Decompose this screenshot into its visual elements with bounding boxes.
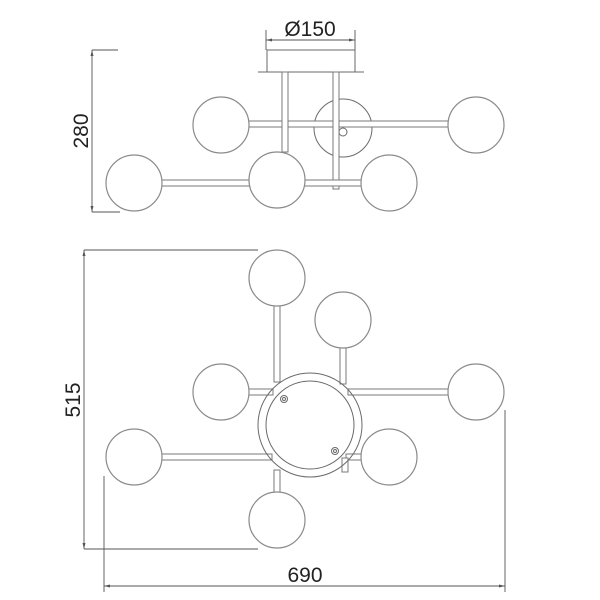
globe-lower-middle (248, 151, 306, 209)
globe-lower-left (105, 428, 163, 486)
arm-top (273, 305, 281, 383)
width-label: 690 (287, 564, 322, 587)
upper-arm (247, 120, 449, 128)
globe-right (447, 363, 505, 421)
stem-right (332, 71, 340, 190)
globe-upper-right (447, 96, 505, 154)
canopy-diameter-dimension: Ø150 (265, 18, 356, 50)
arm-bottom (273, 469, 281, 493)
screw-icon (331, 447, 339, 455)
globe-lower-left (105, 154, 163, 212)
side-view: Ø150 280 (70, 18, 505, 213)
screw-icon (333, 449, 337, 453)
globe-upper-left (192, 96, 250, 154)
canopy-outer-ring (257, 372, 363, 478)
globe-left (192, 363, 250, 421)
height-dimension: 280 (70, 49, 120, 213)
bottom-view: 515 690 (62, 249, 506, 592)
canopy (266, 49, 356, 73)
canopy-diameter-label: Ø150 (284, 18, 335, 41)
screw-icon (282, 397, 286, 401)
arm-lower-left (161, 453, 273, 461)
depth-label: 515 (62, 382, 85, 417)
center-disc-side (313, 98, 373, 158)
height-label: 280 (70, 113, 93, 148)
stem-left (281, 71, 289, 153)
globe-upper-right (314, 291, 372, 349)
globe-lower-right (360, 154, 418, 212)
globe-bottom (248, 491, 306, 549)
screw-icon (338, 127, 348, 137)
screw-icon (280, 395, 288, 403)
arm-upper-right (339, 347, 347, 385)
width-dimension: 690 (103, 410, 506, 592)
arm-lower-right-stem (341, 457, 349, 473)
canopy-inner-ring (265, 380, 355, 470)
globe-top (248, 249, 306, 307)
globe-lower-right (360, 428, 418, 486)
arm-right (347, 388, 449, 396)
depth-dimension: 515 (62, 249, 258, 550)
